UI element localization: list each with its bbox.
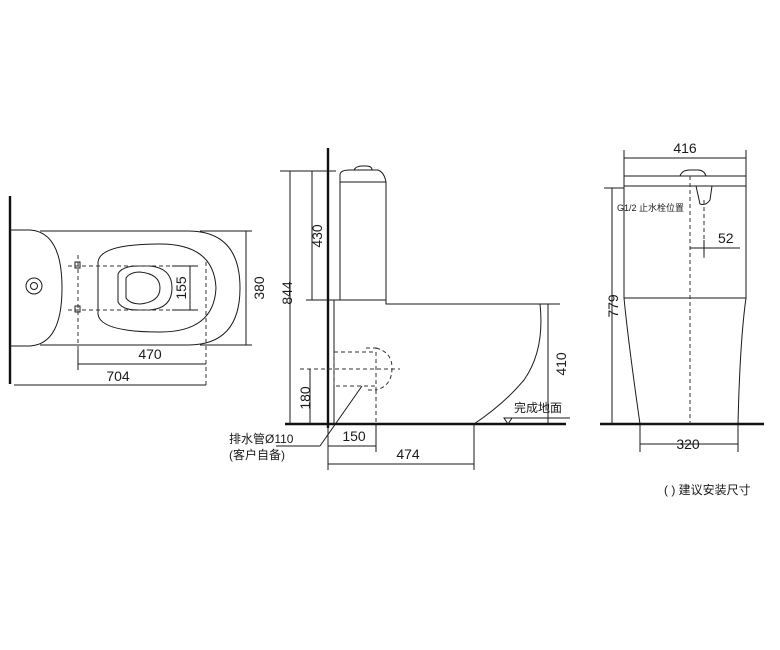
- floor-label: 完成地面: [514, 400, 562, 415]
- drain-pipe-label: 排水管Ø110: [229, 431, 294, 446]
- top-view-button: [25, 277, 43, 295]
- front-view: G1/2 止水栓位置 52 416 779 320: [600, 140, 764, 452]
- dim-474: 474: [396, 446, 420, 462]
- dim-704: 704: [106, 368, 130, 384]
- side-view-tank: [339, 169, 387, 301]
- side-view-drain-pipe: [333, 351, 377, 387]
- legend-note: ( ) 建议安装尺寸: [664, 482, 751, 497]
- top-view-tank: [10, 229, 63, 347]
- dim-416: 416: [673, 140, 697, 156]
- dim-430: 430: [309, 224, 325, 248]
- dim-52: 52: [718, 230, 734, 246]
- dim-844: 844: [279, 281, 295, 305]
- dim-380: 380: [251, 276, 267, 300]
- dim-155: 155: [173, 276, 189, 300]
- dim-410: 410: [553, 352, 569, 376]
- side-view: 844 430 180 410 完成地面 150 474 排水管Ø110 (客户…: [229, 148, 570, 470]
- dim-320: 320: [676, 436, 700, 452]
- top-view-seat: [97, 243, 217, 333]
- dim-180: 180: [297, 386, 313, 410]
- front-view-body: [623, 175, 747, 425]
- dim-470: 470: [138, 346, 162, 362]
- valve-icon: [695, 185, 713, 205]
- dim-779: 779: [605, 294, 621, 318]
- top-view-bowl-outer: [40, 230, 241, 346]
- side-view-bowl: [334, 299, 542, 425]
- drain-pipe-note: (客户自备): [229, 447, 285, 462]
- valve-label: G1/2 止水栓位置: [617, 202, 684, 213]
- dim-150: 150: [342, 428, 366, 444]
- top-view: 155 380 470 704: [8, 196, 267, 386]
